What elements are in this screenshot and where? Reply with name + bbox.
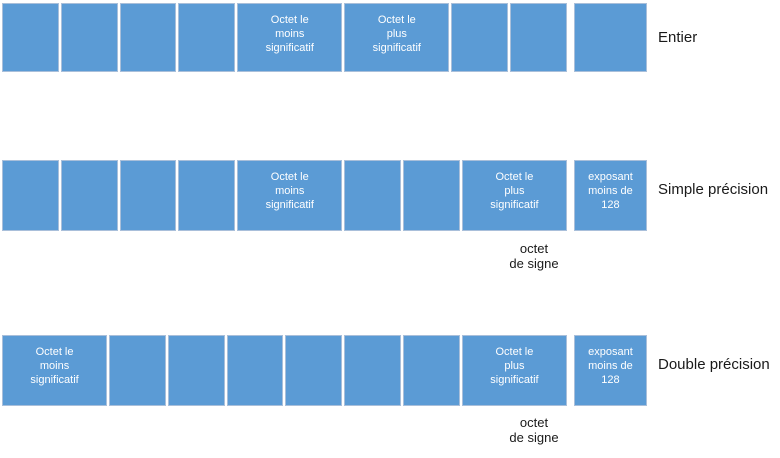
byte-cell [285,335,343,406]
byte-row-entier: Octet le moins significatif Octet le plu… [2,3,647,72]
byte-cell [167,335,225,406]
exponent-cell: exposant moins de 128 [573,335,647,406]
byte-cell [403,160,460,231]
byte-row-double-precision: Octet le moins significatif Octet le plu… [2,335,647,406]
sign-byte-note: octet de signe [509,415,559,445]
byte-cell [344,160,402,231]
byte-cell-msb-sign: Octet le plus significatif [461,335,567,406]
exponent-cell: exposant moins de 128 [573,160,647,231]
row-label-double-precision: Double précision [658,356,770,373]
byte-cell [510,3,567,72]
row-label-entier: Entier [658,29,698,46]
byte-cell [178,160,236,231]
byte-cell-msb-sign: Octet le plus significatif [461,160,567,231]
byte-cell [2,160,59,231]
byte-cell-lsb: Octet le moins significatif [2,335,108,406]
byte-cell [2,3,59,72]
byte-cell-lsb: Octet le moins significatif [237,160,343,231]
byte-cell-msb: Octet le plus significatif [344,3,450,72]
byte-cell [178,3,236,72]
byte-cell [451,3,509,72]
byte-cell [119,160,177,231]
row-label-simple-precision: Simple précision [658,181,769,198]
byte-cell [60,3,118,72]
byte-cell [109,335,166,406]
exponent-cell [573,3,647,72]
byte-cell [403,335,460,406]
sign-byte-note: octet de signe [509,241,559,271]
byte-cell [119,3,177,72]
byte-cell [60,160,118,231]
byte-row-simple-precision: Octet le moins significatif Octet le plu… [2,160,647,231]
byte-cell [344,335,402,406]
byte-cell-lsb: Octet le moins significatif [237,3,343,72]
byte-cell [226,335,284,406]
